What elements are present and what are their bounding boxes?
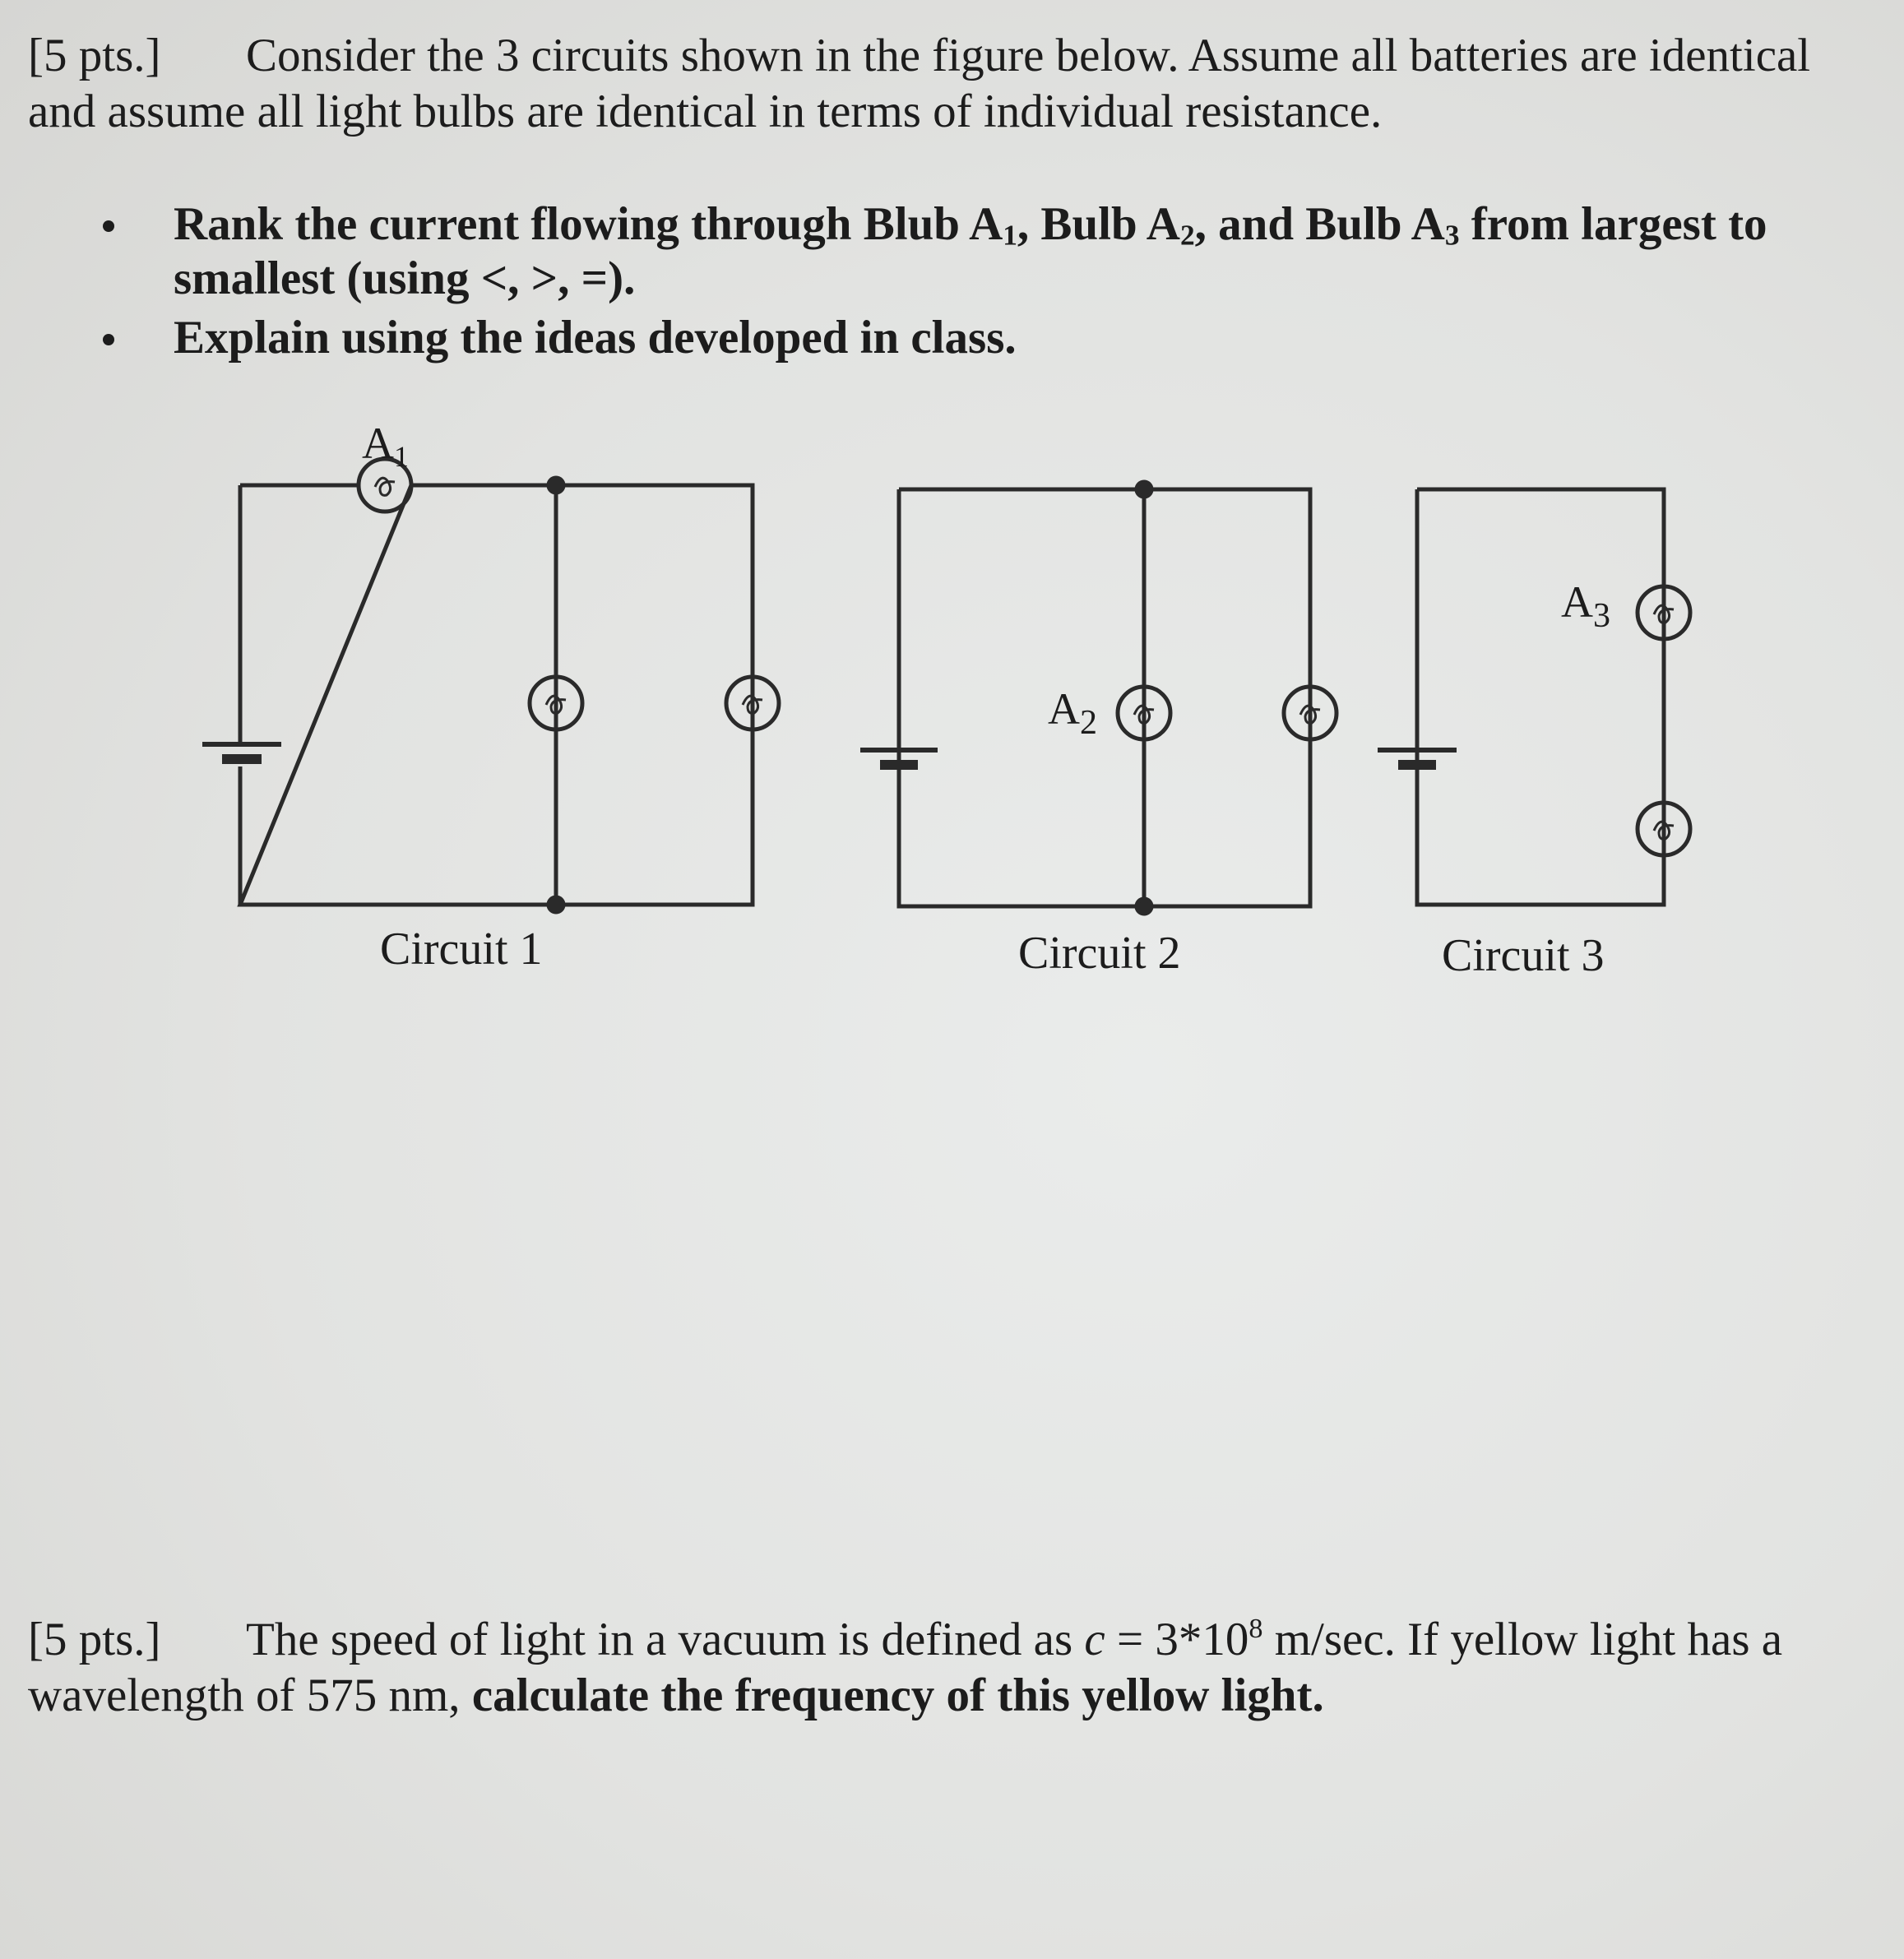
circuits-figure: A1 Circuit 1 A2 Circuit 2 A3 Circuit 3 xyxy=(202,419,1904,981)
sub-2: 2 xyxy=(1179,219,1195,252)
circuit-2-label: Circuit 2 xyxy=(1018,928,1181,979)
circuit-1-wires xyxy=(237,483,755,907)
bullet-rank-text: Rank the current flowing through Blub A xyxy=(174,198,1003,250)
circuit-1-label: Circuit 1 xyxy=(380,924,543,975)
circuit-3 xyxy=(1378,487,1690,907)
speed-of-light-symbol: c xyxy=(1084,1614,1105,1665)
bullet-rank-text-3: , and Bulb A xyxy=(1194,198,1445,250)
bullet-explain: Explain using the ideas developed in cla… xyxy=(103,311,1879,365)
question-1-text: Consider the 3 circuits shown in the fig… xyxy=(28,30,1811,137)
question-2-text: The speed of light in a vacuum is define… xyxy=(246,1614,1085,1665)
question-1-prompt: [5 pts.]Consider the 3 circuits shown in… xyxy=(28,28,1870,140)
junction-1-bottom xyxy=(546,895,566,915)
junction-2-top xyxy=(1134,479,1154,499)
bulb-a2-label: A2 xyxy=(1048,684,1097,742)
question-2-points: [5 pts.] xyxy=(28,1614,161,1665)
circuit-3-wires xyxy=(1415,487,1666,907)
speed-of-light-value: = 3*10 xyxy=(1105,1614,1249,1665)
bulb-a1-label: A1 xyxy=(362,419,409,473)
question-1-points: [5 pts.] xyxy=(28,30,161,81)
bulb-a3-label: A3 xyxy=(1561,577,1610,635)
sub-3: 3 xyxy=(1444,219,1460,252)
circuit-3-label: Circuit 3 xyxy=(1442,930,1605,981)
bullet-rank: Rank the current flowing through Blub A1… xyxy=(103,197,1879,306)
bullet-rank-text-2: , Bulb A xyxy=(1017,198,1180,250)
circuit-1 xyxy=(202,459,779,915)
question-2-text-2: m/sec. If yellow light has a wavelength … xyxy=(28,1614,1783,1721)
bullet-rank-text-4: from largest to smallest (using <, >, =)… xyxy=(174,198,1767,304)
bullet-dot xyxy=(103,220,114,232)
junction-2-bottom xyxy=(1134,896,1154,916)
circuit-2-wires xyxy=(896,487,1313,909)
sub-1: 1 xyxy=(1003,219,1017,252)
question-1-bullets: Rank the current flowing through Blub A1… xyxy=(103,197,1879,370)
circuit-2 xyxy=(860,479,1337,916)
bullet-explain-text: Explain using the ideas developed in cla… xyxy=(174,312,1017,364)
question-2-instruction: calculate the frequency of this yellow l… xyxy=(471,1670,1324,1721)
junction-1-top xyxy=(546,475,566,495)
exponent: 8 xyxy=(1248,1613,1263,1644)
bullet-dot xyxy=(103,334,114,345)
question-2-prompt: [5 pts.] The speed of light in a vacuum i… xyxy=(28,1612,1870,1724)
